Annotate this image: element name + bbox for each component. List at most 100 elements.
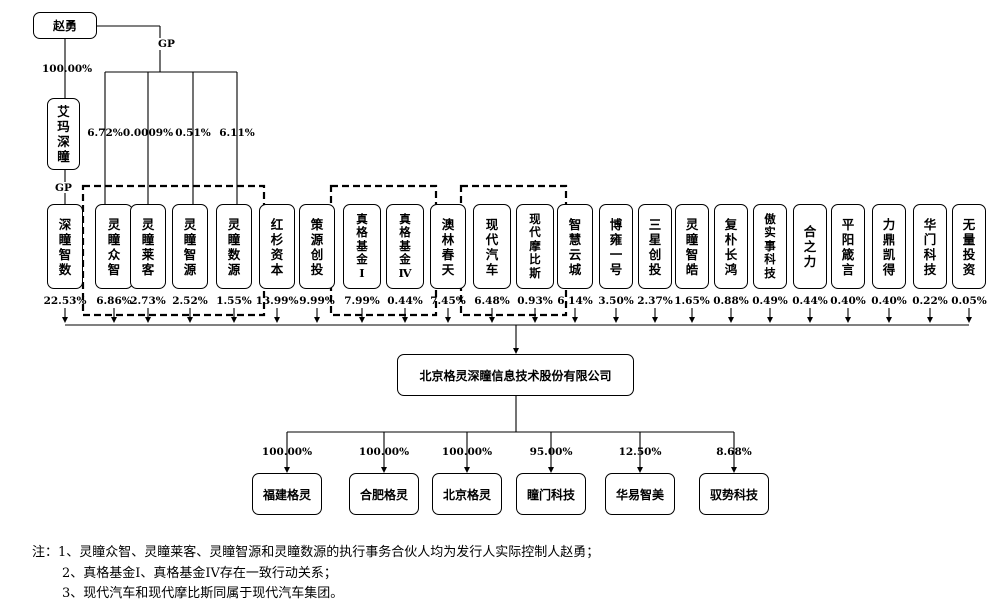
gp-label-top: GP [158,38,175,50]
controller-box: 赵勇 [33,12,97,39]
shareholder-name: 无量投资 [962,216,976,277]
shareholder-arrowhead [231,317,237,323]
subsidiary-pct: 8.68% [716,446,752,458]
shareholder-box: 无量投资 [952,204,986,289]
shareholder-pct: 0.44% [792,295,828,307]
shareholder-name: 灵瞳智皓 [685,216,699,277]
shareholder-box: 红杉资本 [259,204,295,289]
note-2: 2、真格基金I、真格基金IV存在一致行动关系； [62,566,337,581]
gp-label-emma: GP [55,182,72,194]
shareholder-box: 博雍一号 [599,204,633,289]
shareholder-pct: 2.73% [130,295,166,307]
shareholder-arrowhead [613,317,619,323]
subsidiary-name: 北京格灵 [442,487,491,502]
shareholder-pct: 1.65% [674,295,710,307]
shareholder-arrowhead [652,317,658,323]
shareholder-pct: 2.52% [172,295,208,307]
shareholder-box: 灵瞳智源 [172,204,208,289]
shareholder-box: 傲实事科技 [753,204,787,289]
company-arrowhead [513,348,519,354]
shareholder-name: 真格基金Ⅳ [398,211,412,280]
shareholder-pct: 0.93% [517,295,553,307]
shareholder-box: 平阳箴言 [831,204,865,289]
shareholder-arrowhead [274,317,280,323]
subsidiary-name: 驭势科技 [709,487,758,502]
shareholder-arrowhead [111,317,117,323]
emma-box: 艾玛深瞳 [47,98,80,170]
shareholder-arrowhead [445,317,451,323]
shareholder-pct: 3.50% [598,295,634,307]
shareholder-box: 复朴长鸿 [714,204,748,289]
company-name: 北京格灵深瞳信息技术股份有限公司 [419,368,612,383]
subsidiary-box: 驭势科技 [699,473,769,515]
shareholder-arrowhead [62,317,68,323]
shareholder-box: 真格基金Ⅳ [386,204,424,289]
shareholder-pct: 0.49% [752,295,788,307]
subsidiary-pct: 100.00% [261,446,313,458]
controller-name: 赵勇 [52,19,77,33]
shareholder-pct: 6.86% [96,295,132,307]
subsidiary-pct: 95.00% [529,446,573,458]
shareholder-box: 真格基金Ⅰ [343,204,381,289]
emma-name: 艾玛深瞳 [57,104,70,164]
subsidiary-arrowhead [381,467,387,473]
shareholder-name: 复朴长鸿 [724,216,738,277]
shareholder-arrowhead [402,317,408,323]
shareholder-pct: 6.14% [557,295,593,307]
shareholder-name: 华门科技 [923,216,937,277]
shareholder-arrowhead [966,317,972,323]
shareholder-name: 现代汽车 [485,216,499,277]
subsidiary-box: 瞳门科技 [516,473,586,515]
shareholder-pct: 22.53% [43,295,87,307]
subsidiary-arrowhead [548,467,554,473]
shareholder-box: 灵瞳众智 [95,204,133,289]
shareholder-box: 现代摩比斯 [516,204,554,289]
shareholder-name: 真格基金Ⅰ [356,211,368,280]
subsidiary-arrowhead [637,467,643,473]
shareholder-name: 澳林春天 [441,216,455,277]
shareholder-arrowhead [572,317,578,323]
subsidiary-name: 华易智美 [615,487,664,502]
shareholder-box: 灵瞳莱客 [130,204,166,289]
fund-pct-0: 6.72% [87,127,123,139]
company-box: 北京格灵深瞳信息技术股份有限公司 [397,354,634,396]
shareholder-box: 合之力 [793,204,827,289]
shareholder-pct: 0.22% [912,295,948,307]
subsidiary-box: 福建格灵 [252,473,322,515]
shareholder-arrowhead [767,317,773,323]
subsidiary-box: 北京格灵 [432,473,502,515]
shareholder-arrowhead [689,317,695,323]
shareholder-pct: 7.45% [430,295,466,307]
shareholder-arrowhead [145,317,151,323]
shareholder-arrowhead [489,317,495,323]
subsidiary-arrowhead [731,467,737,473]
fund-pct-2: 0.51% [175,127,211,139]
shareholder-arrowhead [845,317,851,323]
shareholder-name: 傲实事科技 [764,211,776,280]
note-3: 3、现代汽车和现代摩比斯同属于现代汽车集团。 [62,586,344,601]
shareholder-arrowhead [807,317,813,323]
shareholder-name: 力鼎凯得 [882,216,896,277]
shareholder-name: 合之力 [803,224,817,269]
subsidiary-box: 华易智美 [605,473,675,515]
subsidiary-pct: 100.00% [441,446,493,458]
subsidiary-name: 瞳门科技 [526,487,575,502]
shareholder-arrowhead [532,317,538,323]
shareholder-pct: 1.55% [216,295,252,307]
subsidiary-arrowhead [464,467,470,473]
subsidiary-pct: 12.50% [618,446,662,458]
shareholder-name: 平阳箴言 [841,216,855,277]
subsidiary-name: 合肥格灵 [359,487,408,502]
shareholder-name: 灵瞳莱客 [141,216,155,277]
shareholder-box: 华门科技 [913,204,947,289]
subsidiary-box: 合肥格灵 [349,473,419,515]
shareholder-name: 现代摩比斯 [529,211,541,280]
shareholder-name: 策源创投 [310,216,324,277]
shareholder-pct: 7.99% [344,295,380,307]
shareholder-pct: 13.99% [255,295,299,307]
shareholder-pct: 9.99% [299,295,335,307]
shareholder-box: 澳林春天 [430,204,466,289]
shareholder-arrowhead [886,317,892,323]
shareholder-pct: 0.05% [951,295,987,307]
shareholder-box: 策源创投 [299,204,335,289]
